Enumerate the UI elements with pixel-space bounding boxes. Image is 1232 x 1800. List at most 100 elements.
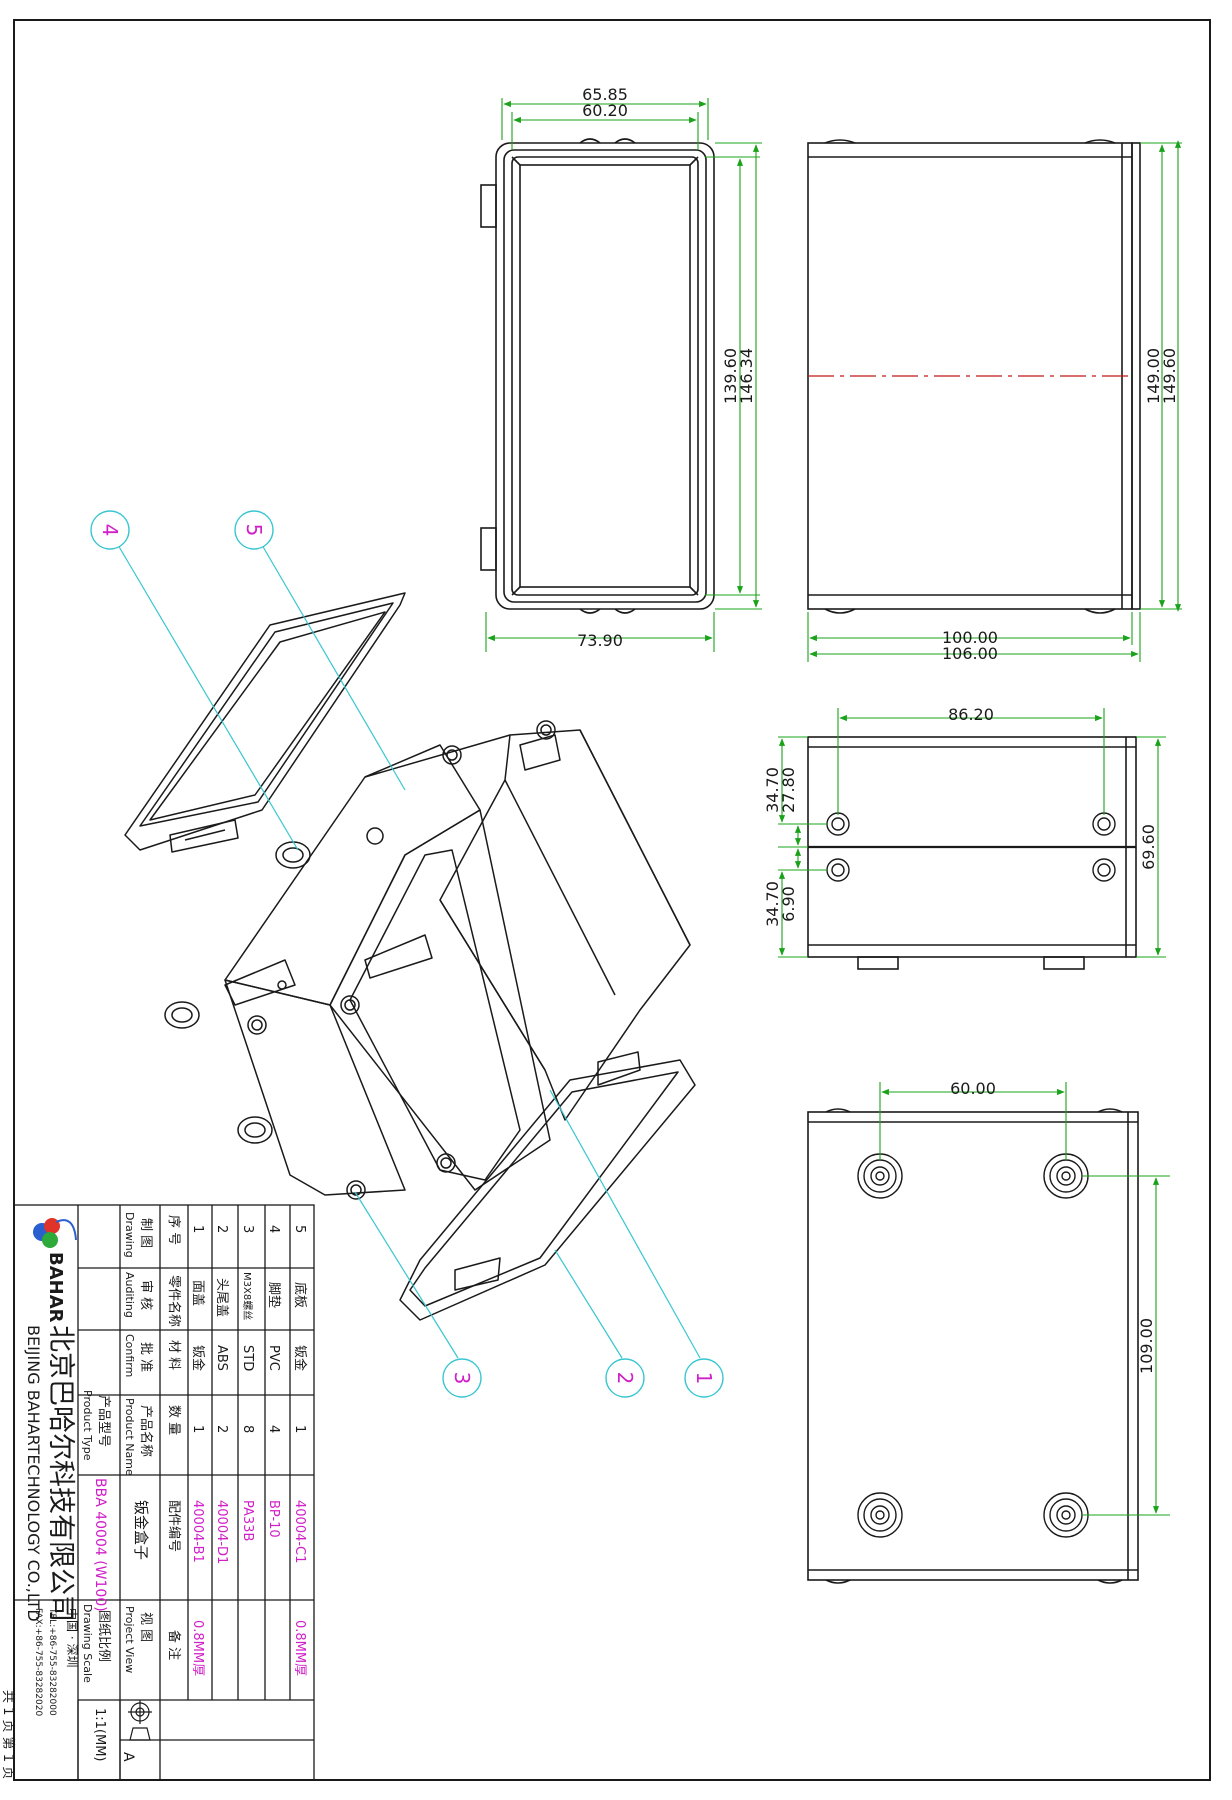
product-type: BBA 40004 (W100) [92, 1478, 108, 1612]
row5-remark: 0.8MM厚 [292, 1620, 307, 1676]
balloon-label-3: 3 [450, 1372, 474, 1385]
header-no: 序 号 [166, 1215, 181, 1245]
tel: TEL:+86-755-83282000 [47, 1607, 57, 1716]
header-material: 材 料 [166, 1340, 181, 1370]
row3-name: M3X8螺丝 [241, 1272, 253, 1320]
product-type-label-en: Product Type [81, 1390, 94, 1461]
logo-text: BAHAR [45, 1252, 66, 1323]
dim-side-width-a: 100.00 [942, 628, 998, 647]
row3-material: STD [240, 1345, 255, 1371]
bottom-view-dimensions [879, 1082, 1170, 1516]
row2-part: 40004-D1 [214, 1500, 229, 1564]
scale-value: 1:1(MM) [92, 1708, 107, 1762]
audit-label-en: Auditing [123, 1272, 136, 1318]
balloon-label-1: 1 [692, 1372, 716, 1385]
company-name-en: BEIJING BAHARTECHNOLOGY CO.,LTD [24, 1325, 43, 1622]
dim-top-width-outer: 65.85 [582, 85, 628, 104]
row5-qty: 1 [292, 1425, 307, 1433]
row4-part: BP-10 [266, 1500, 281, 1538]
balloon-labels: 4 5 3 2 1 [98, 524, 716, 1385]
dim-front-height-inner: 139.60 [721, 348, 740, 404]
balloon-3 [442, 1358, 482, 1398]
row4-no: 4 [266, 1225, 281, 1233]
view-label-en: Project View [123, 1606, 136, 1673]
view-label: 视 图 [138, 1612, 153, 1642]
dim-front-bottom: 73.90 [577, 631, 623, 650]
balloon-label-4: 4 [98, 524, 122, 537]
balloon-2 [605, 1358, 645, 1398]
row5-part: 40004-C1 [292, 1500, 307, 1563]
bottom-view [807, 1108, 1139, 1584]
header-qty: 数 量 [166, 1405, 181, 1435]
dim-end-lower-b: 6.90 [779, 886, 798, 922]
row5-no: 5 [292, 1225, 307, 1233]
confirm-label-en: Confirm [123, 1334, 136, 1377]
row2-material: ABS [214, 1345, 229, 1371]
row4-qty: 4 [266, 1425, 281, 1433]
dim-end-upper-a: 34.70 [763, 767, 782, 813]
row1-part: 40004-B1 [190, 1500, 205, 1563]
row1-material: 钣金 [190, 1345, 206, 1371]
dim-front-height-outer: 146.34 [737, 348, 756, 404]
dim-end-lower-a: 34.70 [763, 881, 782, 927]
product-name-label-en: Product Name [123, 1398, 136, 1476]
dim-side-width-b: 106.00 [942, 644, 998, 663]
scale-label: 图纸比例 [96, 1610, 111, 1662]
balloon-label-2: 2 [613, 1372, 637, 1385]
row4-material: PVC [266, 1345, 281, 1371]
dim-top-width-inner: 60.20 [582, 101, 628, 120]
sheet-border [13, 19, 1211, 1781]
header-part: 配件编号 [166, 1500, 181, 1552]
header-name: 零件名称 [166, 1275, 182, 1327]
dim-base-x: 60.00 [950, 1079, 996, 1098]
front-view-dim-labels: 65.85 60.20 139.60 146.34 73.90 [577, 85, 756, 650]
end-view [807, 736, 1137, 970]
row1-no: 1 [190, 1225, 205, 1233]
balloons [90, 510, 724, 1398]
scale-label-en: Drawing Scale [81, 1604, 94, 1683]
row3-no: 3 [240, 1225, 255, 1233]
audit-label: 审 核 [138, 1280, 153, 1310]
side-view-dimensions [807, 140, 1182, 662]
side-view [807, 139, 1141, 614]
bottom-view-feet [857, 1153, 1089, 1538]
company-name-cn: 北京巴哈尔科技有限公司 [45, 1325, 76, 1622]
location: 中国 · 深圳 [65, 1608, 80, 1667]
row1-qty: 1 [190, 1425, 205, 1433]
drawn-label: 制 图 [138, 1218, 153, 1248]
end-view-dim-labels: 86.20 34.70 27.80 34.70 6.90 69.60 [763, 705, 1158, 927]
company-logo: BAHAR [33, 1218, 77, 1323]
dim-end-height: 69.60 [1139, 824, 1158, 870]
dim-end-hole-spacing: 86.20 [948, 705, 994, 724]
dim-side-height-b: 149.60 [1160, 348, 1179, 404]
balloon-5 [234, 510, 274, 550]
row5-material: 钣金 [292, 1345, 308, 1371]
projection-symbol-icon [128, 1700, 152, 1741]
balloon-1 [684, 1358, 724, 1398]
balloon-leaders [117, 544, 701, 1359]
bottom-view-dim-labels: 60.00 109.00 [950, 1079, 1156, 1374]
product-name-label: 产品名称 [138, 1405, 154, 1457]
balloon-label-5: 5 [242, 524, 266, 537]
row2-no: 2 [214, 1225, 229, 1233]
end-view-dimensions [778, 708, 1166, 958]
product-name: 钣金盒子 [132, 1500, 150, 1560]
dim-side-height-a: 149.00 [1144, 348, 1163, 404]
title-block-text: 北京巴哈尔科技有限公司 BEIJING BAHARTECHNOLOGY CO.,… [0, 1212, 308, 1779]
drawn-label-en: Drawing [123, 1212, 136, 1258]
fax: FAX:+86-755-83282020 [33, 1608, 43, 1716]
front-view-dimensions [485, 98, 762, 652]
side-view-dim-labels: 149.00 149.60 100.00 106.00 [942, 348, 1179, 663]
exploded-view [124, 592, 696, 1321]
row1-remark: 0.8MM厚 [190, 1620, 205, 1676]
row2-name: 头尾盖 [214, 1278, 229, 1317]
header-remark: 备 注 [166, 1630, 182, 1660]
product-type-label: 产品型号 [96, 1395, 111, 1447]
row3-qty: 8 [240, 1425, 255, 1433]
sheet-number: 共 1 页 第 1 页 [0, 1690, 15, 1779]
row2-qty: 2 [214, 1425, 229, 1433]
row1-name: 面盖 [190, 1280, 205, 1306]
front-view [480, 138, 715, 614]
dim-base-y: 109.00 [1137, 1318, 1156, 1374]
